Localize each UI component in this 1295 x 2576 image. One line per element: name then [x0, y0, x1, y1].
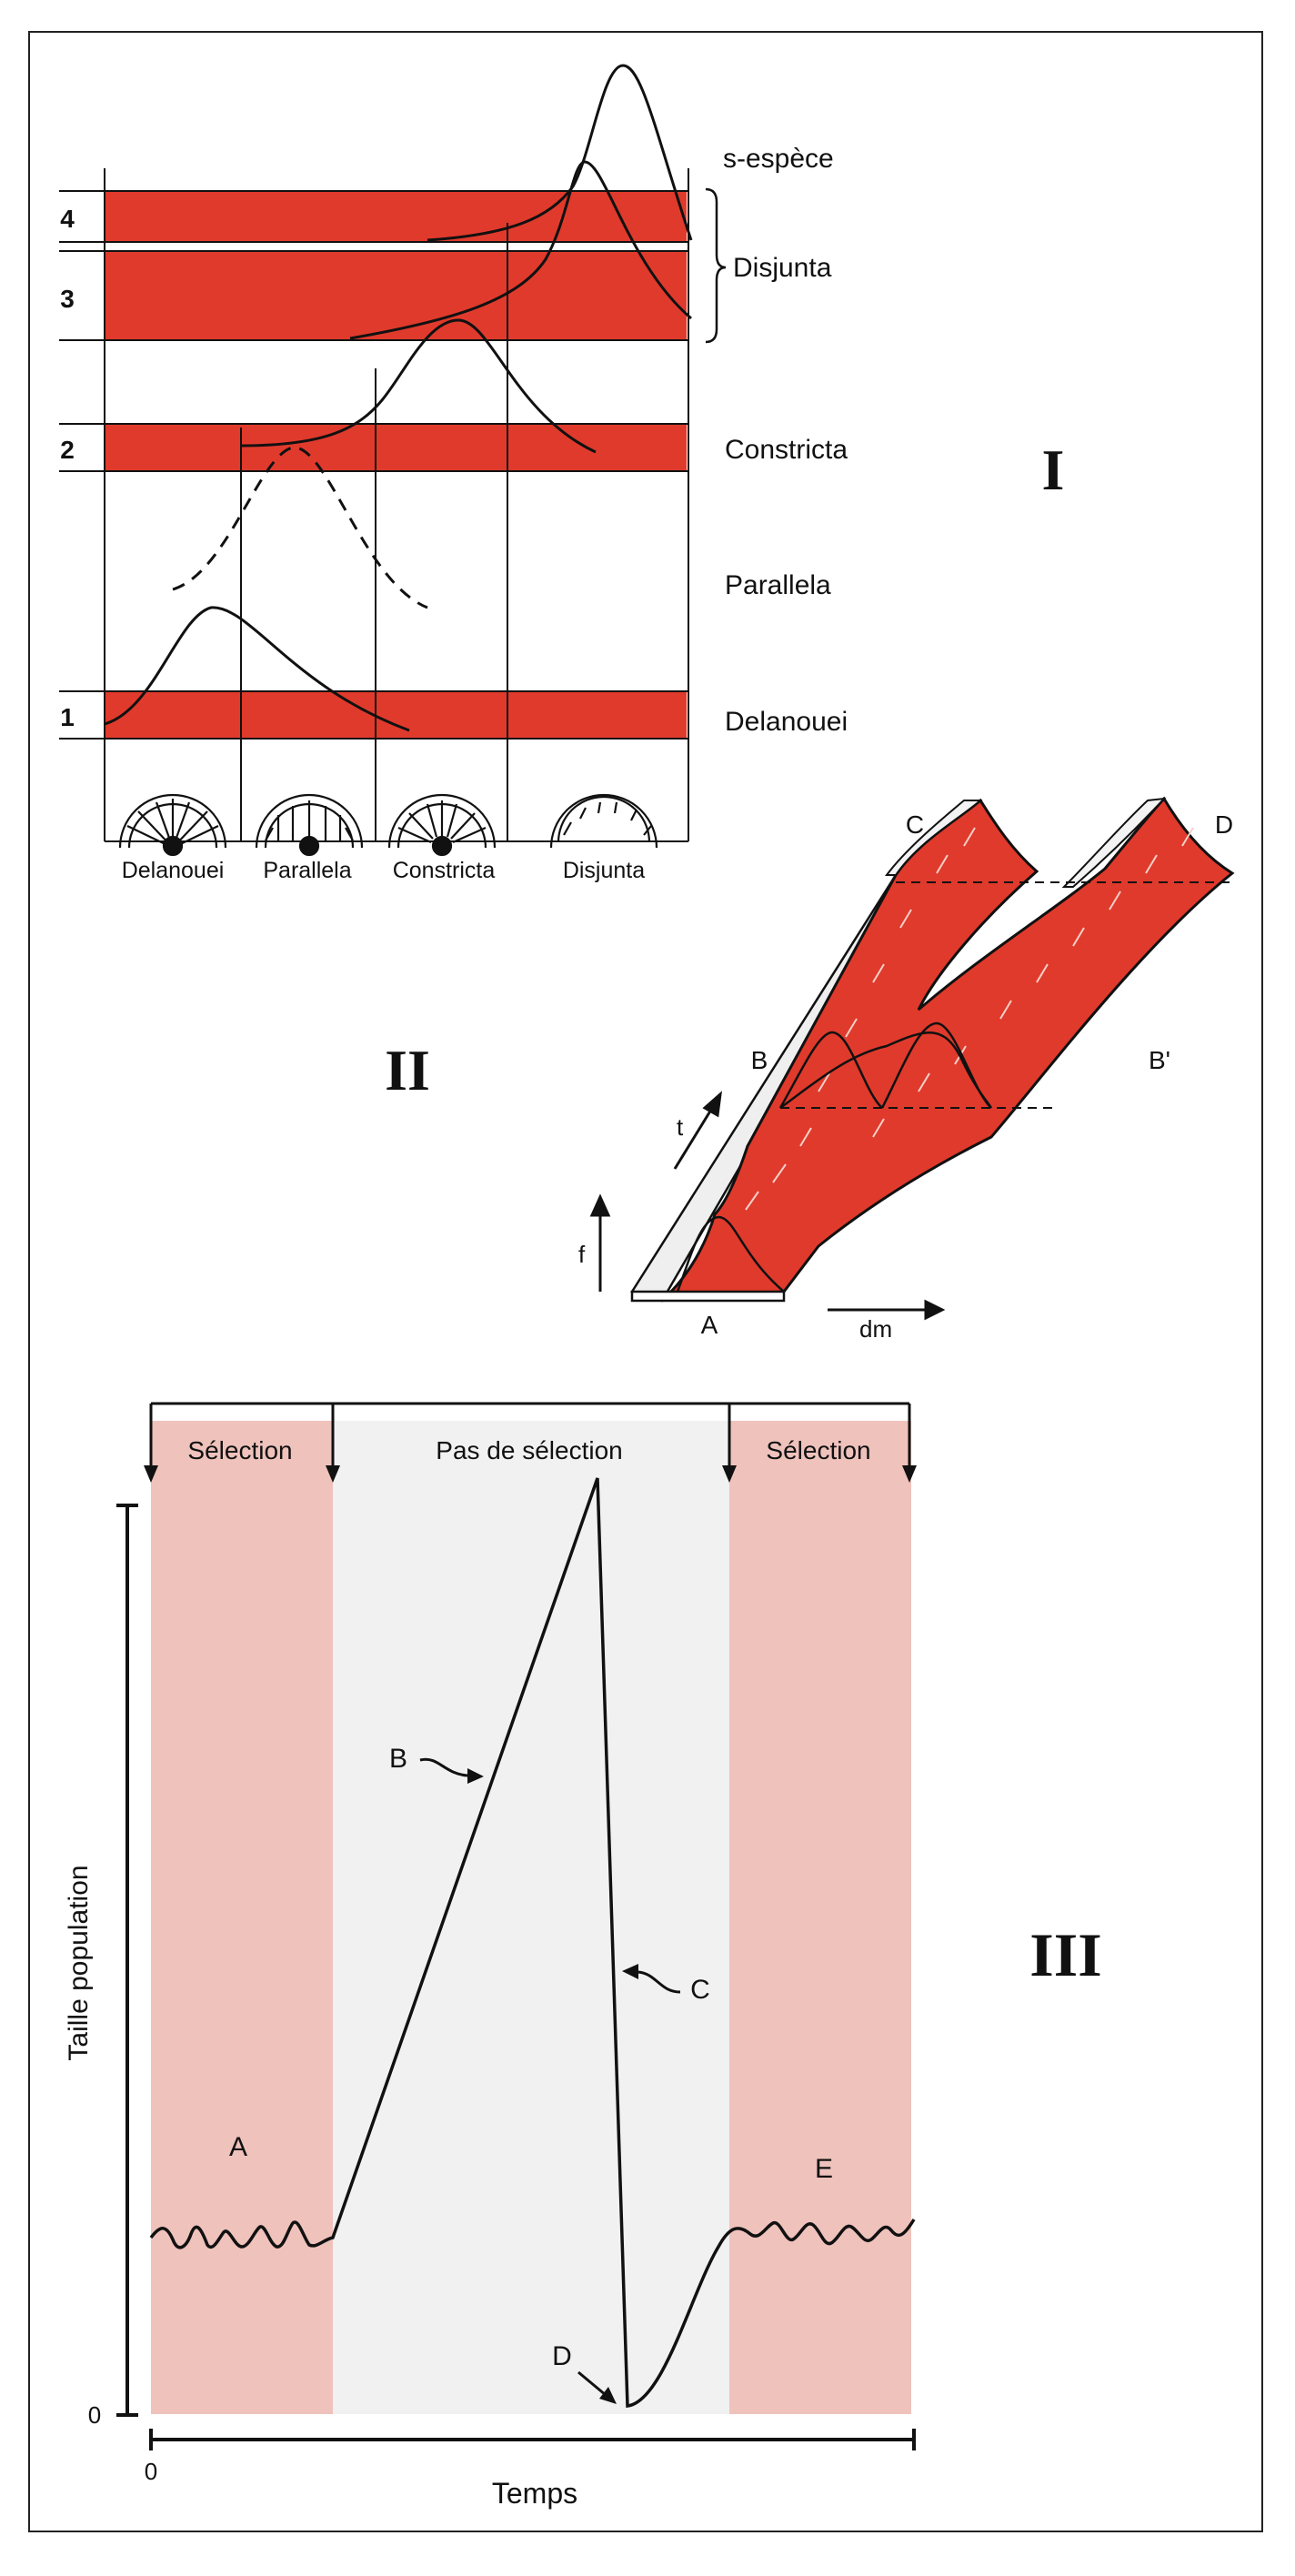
fossil-constricta-icon	[387, 793, 497, 857]
label-parallela: Parallela	[725, 570, 831, 600]
population-curve	[149, 1477, 916, 2408]
column-label-constricta: Constricta	[393, 858, 496, 883]
roman-I: I	[1042, 438, 1065, 502]
point-label-C: C	[690, 1975, 710, 2005]
section-curves	[676, 1021, 993, 1293]
x-zero-label: 0	[145, 2458, 157, 2485]
band-2	[105, 424, 687, 471]
fossil-delanouei-icon	[118, 793, 227, 857]
label-s-espece: s-espèce	[723, 144, 834, 174]
curve-s-espece	[427, 64, 693, 242]
fossil-parallela-icon	[255, 793, 364, 857]
pointer-D-head	[599, 2387, 617, 2404]
base-triangle	[630, 1290, 786, 1303]
column-label-parallela: Parallela	[263, 858, 351, 883]
panel-I: 4 3 2 1 s-espèce Disjunta Constricta Par…	[59, 64, 1065, 883]
header-no-selection: Pas de sélection	[436, 1436, 622, 1464]
point-label-B: B	[389, 1744, 407, 1774]
fossil-disjunta-icon	[549, 793, 658, 849]
label-constricta: Constricta	[725, 435, 848, 465]
disjunta-bracket	[705, 187, 727, 344]
grid-horizontal	[59, 190, 688, 842]
point-label-A: A	[229, 2132, 247, 2162]
header-brackets	[149, 1402, 911, 1469]
y-zero-label: 0	[88, 2401, 101, 2429]
red-bands	[105, 191, 687, 739]
x-axis-label: Temps	[492, 2477, 577, 2510]
band-1	[105, 691, 687, 739]
pointer-C-head	[622, 1964, 638, 1979]
curve-parallela-dashed	[172, 446, 428, 609]
point-label-B: B	[751, 1046, 768, 1074]
distribution-curves	[104, 64, 693, 732]
row-number-4: 4	[60, 205, 75, 233]
section-lines	[780, 881, 1232, 1109]
row-number-3: 3	[60, 285, 75, 313]
header-selection-left: Sélection	[187, 1436, 292, 1464]
branch-hatching	[745, 827, 1194, 1211]
axis-label-f: f	[578, 1241, 586, 1268]
header-selection-right: Sélection	[766, 1436, 870, 1464]
point-label-A: A	[701, 1311, 718, 1339]
label-delanouei: Delanouei	[725, 707, 848, 737]
curve-constricta	[240, 318, 597, 454]
grid-vertical	[104, 168, 689, 841]
curve-delanouei	[104, 606, 410, 732]
point-label-E: E	[815, 2154, 833, 2184]
branch-d-inner	[1061, 797, 1167, 888]
roman-II: II	[385, 1038, 430, 1102]
curve-disjunta	[349, 160, 692, 340]
axis-label-t: t	[677, 1113, 684, 1141]
band-3	[105, 251, 687, 340]
column-label-disjunta: Disjunta	[563, 858, 645, 883]
roman-III: III	[1029, 1920, 1101, 1989]
axis-label-dm: dm	[859, 1315, 892, 1343]
zone-selection-left	[151, 1421, 333, 2414]
header-arrowheads	[144, 1465, 917, 1483]
row-number-1: 1	[60, 703, 75, 731]
pointer-C	[637, 1970, 681, 1994]
pointer-B-head	[467, 1768, 484, 1784]
column-label-delanouei: Delanouei	[122, 858, 225, 883]
axes	[116, 1504, 916, 2450]
panel-III: Sélection Pas de sélection Sélection Tai…	[64, 1402, 1102, 2510]
y-axis-label: Taille population	[64, 1865, 94, 2060]
point-label-D: D	[552, 2341, 572, 2371]
point-label-B-prime: B'	[1149, 1046, 1170, 1074]
axis-arrows	[589, 1091, 946, 1321]
pointer-D	[577, 2370, 607, 2397]
pointer-B	[419, 1757, 468, 1777]
label-disjunta: Disjunta	[733, 253, 832, 283]
point-label-C: C	[906, 810, 924, 839]
zone-selection-right	[729, 1421, 911, 2414]
row-number-2: 2	[60, 436, 75, 464]
zone-no-selection	[333, 1421, 729, 2414]
panel-II: II	[385, 796, 1235, 1343]
branch-c-inner	[885, 800, 983, 876]
point-label-D: D	[1215, 810, 1233, 839]
band-4	[105, 191, 687, 242]
